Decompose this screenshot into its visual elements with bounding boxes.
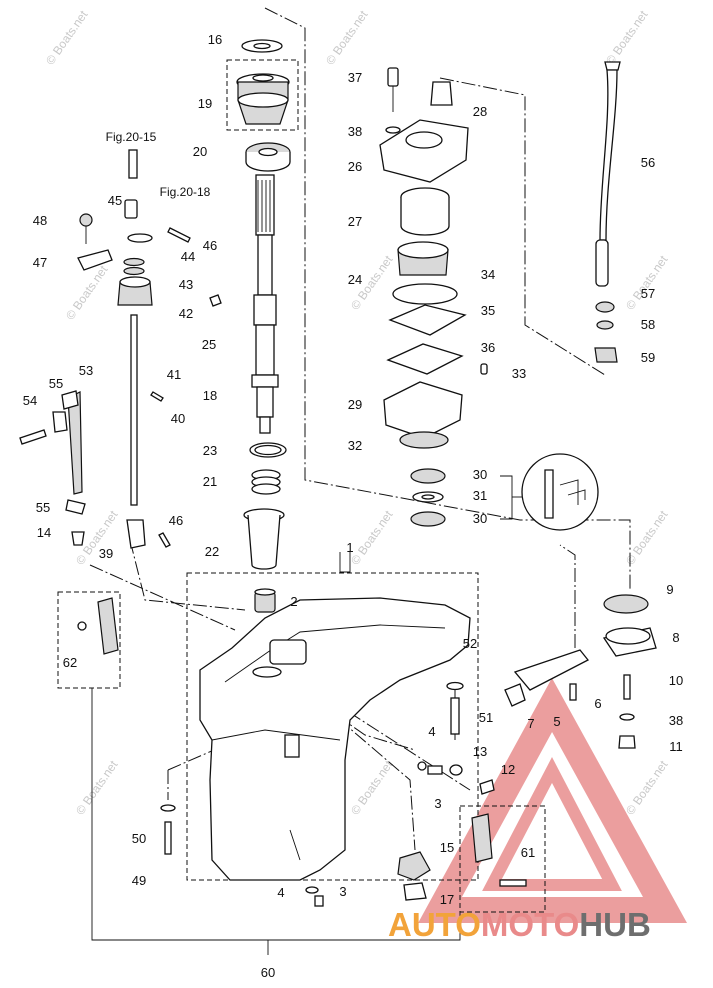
watermark-text: © Boats.net	[348, 507, 396, 567]
gear-case-housing	[160, 597, 590, 907]
reference-lines	[57, 7, 631, 955]
callout-58: 58	[641, 317, 655, 332]
callout-60: 60	[261, 965, 275, 980]
callout-14: 14	[37, 525, 51, 540]
callout-31: 31	[473, 488, 487, 503]
svg-text:AUTOMOTOHUB: AUTOMOTOHUB	[388, 906, 651, 943]
logo-part-auto: AUTO	[388, 906, 481, 943]
callout-25: 25	[202, 337, 216, 352]
callout-51: 51	[479, 710, 493, 725]
callout-5: 5	[553, 714, 560, 729]
callout-29: 29	[348, 397, 362, 412]
callout-61: 61	[521, 845, 535, 860]
callout-24: 24	[348, 272, 362, 287]
callout-16: 16	[208, 32, 222, 47]
callout-21: 21	[203, 474, 217, 489]
callout-47: 47	[33, 255, 47, 270]
callout-54: 54	[23, 393, 37, 408]
callout-4: 4	[277, 885, 284, 900]
logo-part-hub: HUB	[579, 906, 651, 943]
callout-37: 37	[348, 70, 362, 85]
callout-7: 7	[527, 716, 534, 731]
callout-1: 1	[346, 540, 353, 555]
callout-38: 38	[669, 713, 683, 728]
callout-35: 35	[481, 303, 495, 318]
callout-34: 34	[481, 267, 495, 282]
callout-4: 4	[428, 724, 435, 739]
watermark-text: © Boats.net	[63, 262, 111, 322]
callout-3: 3	[339, 884, 346, 899]
callout-6: 6	[594, 696, 601, 711]
figure-ref-20-15: Fig.20-15	[106, 130, 157, 144]
watermark-text: © Boats.net	[73, 757, 121, 817]
callout-28: 28	[473, 104, 487, 119]
callout-55: 55	[36, 500, 50, 515]
automotohub-logo: AUTOMOTOHUB	[388, 906, 651, 943]
callout-13: 13	[473, 744, 487, 759]
logo-part-moto: MOTO	[481, 906, 579, 943]
callout-32: 32	[348, 438, 362, 453]
callout-46: 46	[203, 238, 217, 253]
callout-57: 57	[641, 286, 655, 301]
callout-45: 45	[108, 193, 122, 208]
callout-38: 38	[348, 124, 362, 139]
callout-30: 30	[473, 511, 487, 526]
watermark-text: © Boats.net	[323, 7, 371, 67]
watermark-text: © Boats.net	[623, 252, 671, 312]
callout-8: 8	[672, 630, 679, 645]
water-pump-assembly	[379, 67, 599, 531]
callout-3: 3	[434, 796, 441, 811]
callout-9: 9	[666, 582, 673, 597]
callout-46: 46	[169, 513, 183, 528]
callout-40: 40	[171, 411, 185, 426]
callout-23: 23	[203, 443, 217, 458]
callout-36: 36	[481, 340, 495, 355]
callout-27: 27	[348, 214, 362, 229]
callout-10: 10	[669, 673, 683, 688]
watermark-text: © Boats.net	[43, 7, 91, 67]
callout-49: 49	[132, 873, 146, 888]
callout-26: 26	[348, 159, 362, 174]
callout-42: 42	[179, 306, 193, 321]
shift-rod-assembly	[19, 149, 191, 655]
callout-18: 18	[203, 388, 217, 403]
watermark-text: © Boats.net	[623, 757, 671, 817]
callout-44: 44	[181, 249, 195, 264]
callout-56: 56	[641, 155, 655, 170]
callout-2: 2	[290, 594, 297, 609]
figure-ref-20-18: Fig.20-18	[160, 185, 211, 199]
callout-30: 30	[473, 467, 487, 482]
callout-33: 33	[512, 366, 526, 381]
callout-41: 41	[167, 367, 181, 382]
watermark-text: © Boats.net	[603, 7, 651, 67]
callout-11: 11	[669, 739, 683, 754]
callout-15: 15	[440, 840, 454, 855]
callout-19: 19	[198, 96, 212, 111]
callout-48: 48	[33, 213, 47, 228]
water-tube-assembly	[594, 61, 657, 749]
callout-20: 20	[193, 144, 207, 159]
callout-59: 59	[641, 350, 655, 365]
callout-62: 62	[63, 655, 77, 670]
callout-53: 53	[79, 363, 93, 378]
watermark-text: © Boats.net	[348, 757, 396, 817]
callout-22: 22	[205, 544, 219, 559]
logo-triangle	[418, 677, 688, 923]
callout-55: 55	[49, 376, 63, 391]
callout-50: 50	[132, 831, 146, 846]
callout-43: 43	[179, 277, 193, 292]
drive-shaft-assembly	[209, 39, 291, 613]
callout-52: 52	[463, 636, 477, 651]
callout-39: 39	[99, 546, 113, 561]
callout-12: 12	[501, 762, 515, 777]
callout-17: 17	[440, 892, 454, 907]
